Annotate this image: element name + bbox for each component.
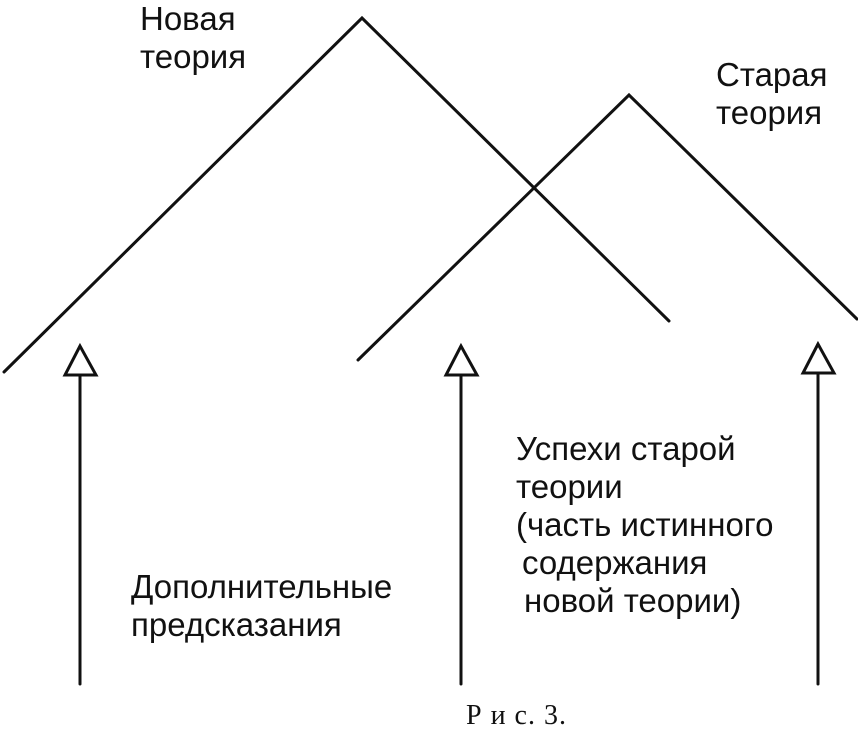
arrow-old-theory-successes-right bbox=[800, 340, 837, 686]
additional-predictions-label: Дополнительные предсказания bbox=[131, 568, 392, 644]
old-theory-successes-line-2: теории bbox=[516, 468, 623, 505]
old-theory-roof bbox=[356, 92, 858, 362]
arrow-old-theory-successes-left bbox=[443, 342, 480, 686]
old-theory-line-1: Старая bbox=[716, 56, 828, 93]
old-theory-line-2: теория bbox=[716, 94, 823, 131]
old-theory-successes-label: Успехи старой теории (часть истинного со… bbox=[516, 430, 773, 620]
old-theory-successes-line-5: новой теории) bbox=[524, 582, 742, 619]
additional-predictions-line-1: Дополнительные bbox=[131, 568, 393, 605]
triangle-arrow-up-icon bbox=[800, 340, 837, 375]
old-theory-successes-line-4: содержания bbox=[522, 544, 708, 581]
new-theory-roof bbox=[2, 15, 671, 374]
old-theory-label: Старая теория bbox=[716, 56, 828, 132]
arrow-additional-predictions bbox=[62, 342, 99, 686]
new-theory-line-2: теория bbox=[140, 38, 247, 75]
triangle-arrow-up-icon bbox=[62, 342, 99, 377]
old-theory-successes-line-3: (часть истинного bbox=[516, 506, 774, 543]
additional-predictions-line-2: предсказания bbox=[131, 606, 342, 643]
old-theory-successes-line-1: Успехи старой bbox=[516, 430, 736, 467]
figure-caption: Р и с. 3. bbox=[466, 700, 567, 731]
new-theory-label: Новая теория bbox=[140, 0, 246, 76]
new-theory-line-1: Новая bbox=[140, 0, 236, 37]
triangle-arrow-up-icon bbox=[443, 342, 480, 377]
